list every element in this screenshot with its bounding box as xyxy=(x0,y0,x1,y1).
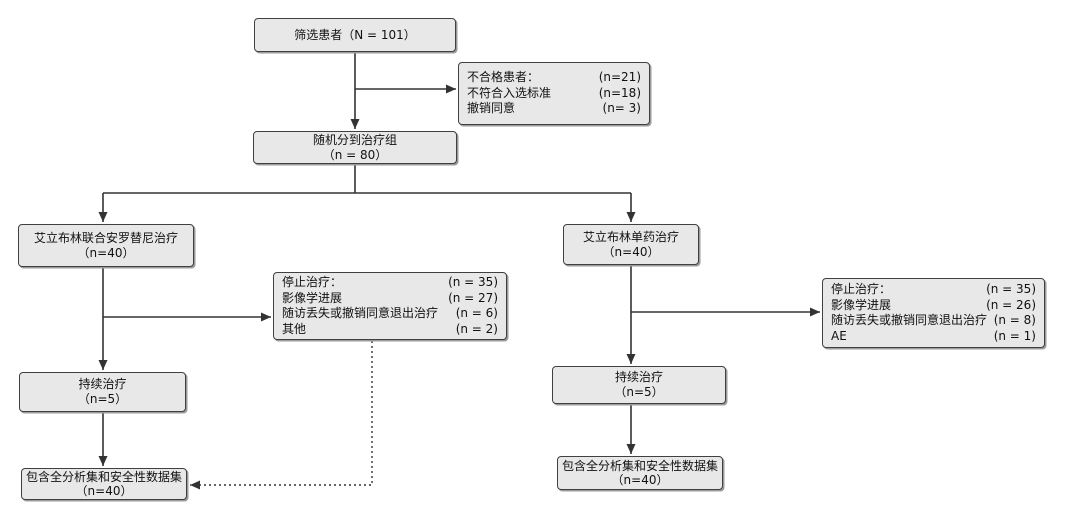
exclusion-count: (n=18) xyxy=(598,85,641,100)
discontinued-count: (n = 35) xyxy=(986,282,1036,296)
exclusion-row: 不符合入选标准 (n=18) xyxy=(467,86,641,102)
dotted-arrow-stop-to-analysis xyxy=(190,341,373,490)
screen-text: 筛选患者（N = 101） xyxy=(294,27,416,42)
combo-ongoing-title: 持续治疗 xyxy=(78,377,127,391)
exclusion-box: 不合格患者： (n=21) 不符合入选标准 (n=18) 撤销同意 (n= 3) xyxy=(458,62,650,125)
mono-discontinued-box: 停止治疗： (n = 35) 影像学进展 (n = 26) 随访丢失或撤销同意退… xyxy=(822,278,1045,348)
combo-analysis-title: 包含全分析集和安全性数据集 xyxy=(25,470,182,484)
mono-arm-box: 艾立布林单药治疗 （n=40） xyxy=(563,224,699,265)
discontinued-label: 其他 xyxy=(282,321,307,336)
combo-discontinued-box: 停止治疗： (n = 35) 影像学进展 (n = 27) 随访丢失或撤销同意退… xyxy=(273,272,507,340)
discontinued-count: (n = 2) xyxy=(455,321,498,336)
discontinued-label: 随访丢失或撤销同意退出治疗 xyxy=(831,313,988,327)
discontinued-label: 影像学进展 xyxy=(831,297,892,312)
mono-arm-count: （n=40） xyxy=(602,244,660,259)
mono-ongoing-box: 持续治疗 （n=5） xyxy=(552,366,726,404)
discontinued-label: 随访丢失或撤销同意退出治疗 xyxy=(282,306,439,320)
mono-analysis-count: （n=40） xyxy=(611,473,669,487)
discontinued-row: 影像学进展 (n = 26) xyxy=(831,298,1036,314)
combo-ongoing-count: （n=5） xyxy=(77,392,128,406)
exclusion-row: 撤销同意 (n= 3) xyxy=(467,101,641,117)
combo-arm-count: （n=40） xyxy=(77,245,135,260)
discontinued-row: 停止治疗： (n = 35) xyxy=(282,275,498,291)
discontinued-label: 影像学进展 xyxy=(282,290,343,305)
discontinued-row: 影像学进展 (n = 27) xyxy=(282,291,498,307)
discontinued-count: (n = 35) xyxy=(448,275,498,289)
mono-arm-title: 艾立布林单药治疗 xyxy=(582,229,679,244)
randomized-box: 随机分到治疗组 （n = 80） xyxy=(253,131,457,164)
discontinued-row: 随访丢失或撤销同意退出治疗 (n = 8) xyxy=(831,313,1036,329)
exclusion-count: (n= 3) xyxy=(602,101,641,116)
discontinued-count: (n = 6) xyxy=(455,306,498,320)
discontinued-count: (n = 26) xyxy=(986,297,1036,312)
discontinued-label: 停止治疗： xyxy=(282,275,343,289)
mono-ongoing-count: （n=5） xyxy=(614,385,664,399)
combo-analysis-count: （n=40） xyxy=(75,484,133,498)
discontinued-count: (n = 27) xyxy=(448,290,498,305)
mono-ongoing-title: 持续治疗 xyxy=(614,370,663,384)
discontinued-count: (n = 1) xyxy=(993,328,1036,343)
discontinued-count: (n = 8) xyxy=(993,313,1036,327)
combo-arm-box: 艾立布林联合安罗替尼治疗 （n=40） xyxy=(18,224,194,267)
discontinued-label: 停止治疗： xyxy=(831,282,892,296)
exclusion-row: 不合格患者： (n=21) xyxy=(467,70,641,86)
exclusion-label: 不合格患者： xyxy=(467,70,540,85)
discontinued-row: 停止治疗： (n = 35) xyxy=(831,282,1036,298)
combo-arm-title: 艾立布林联合安罗替尼治疗 xyxy=(33,230,178,245)
combo-ongoing-box: 持续治疗 （n=5） xyxy=(19,372,186,412)
mono-analysis-box: 包含全分析集和安全性数据集 （n=40） xyxy=(557,456,723,490)
screen-box: 筛选患者（N = 101） xyxy=(254,18,456,52)
exclusion-count: (n=21) xyxy=(598,70,641,85)
discontinued-row: AE (n = 1) xyxy=(831,329,1036,345)
combo-analysis-box: 包含全分析集和安全性数据集 （n=40） xyxy=(21,468,187,500)
exclusion-label: 撤销同意 xyxy=(467,101,516,116)
discontinued-row: 随访丢失或撤销同意退出治疗 (n = 6) xyxy=(282,306,498,322)
discontinued-row: 其他 (n = 2) xyxy=(282,322,498,338)
exclusion-label: 不符合入选标准 xyxy=(467,85,552,100)
discontinued-label: AE xyxy=(831,328,847,343)
mono-analysis-title: 包含全分析集和安全性数据集 xyxy=(561,459,718,473)
randomized-count: （n = 80） xyxy=(322,147,388,162)
randomized-title: 随机分到治疗组 xyxy=(312,132,397,147)
